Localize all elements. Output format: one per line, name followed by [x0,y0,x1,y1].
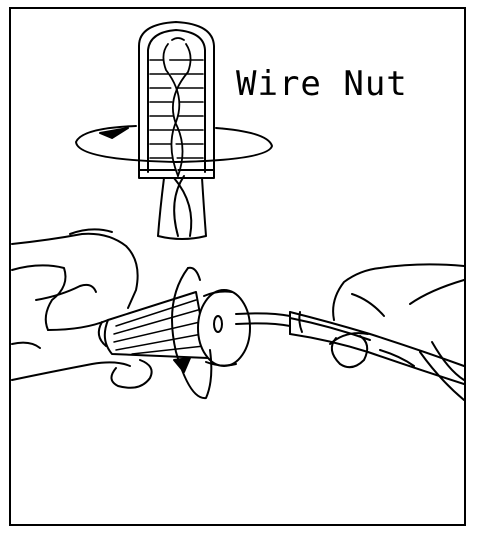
left-hand [12,229,152,387]
wire-nut-cross-section [139,22,214,239]
wire-pair [236,312,464,400]
wire-nut-label: Wire Nut [236,64,408,104]
right-hand [330,264,464,367]
